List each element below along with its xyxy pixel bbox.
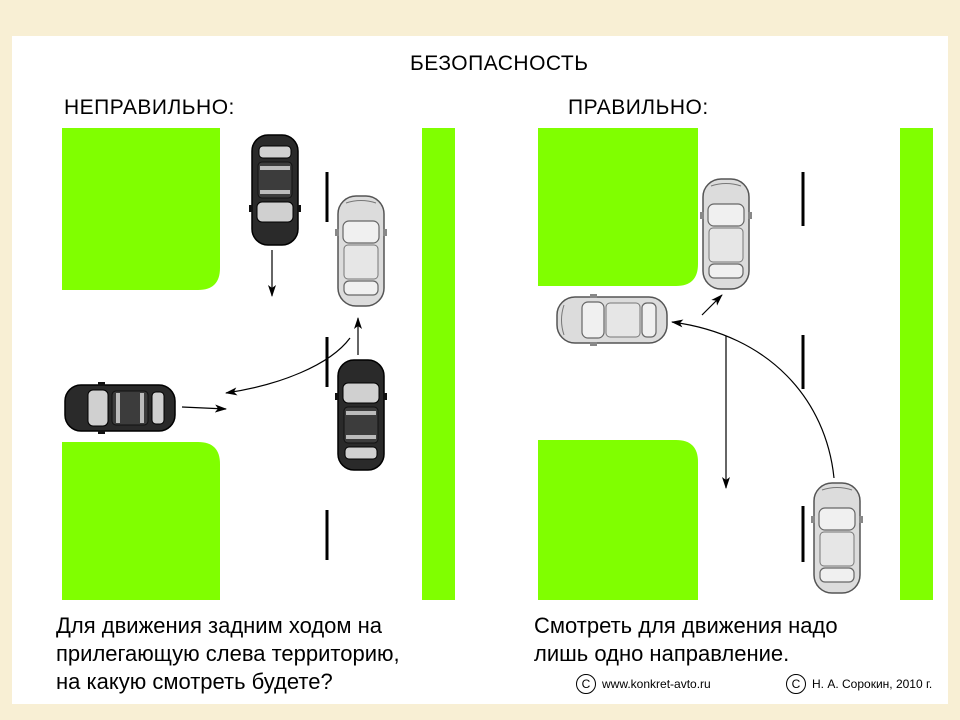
copyright-icon: C: [576, 674, 596, 694]
grass-bottom-right: [538, 440, 698, 600]
grass-strip-left: [422, 128, 455, 600]
caption-wrong: Для движения задним ходом на прилегающую…: [56, 613, 400, 694]
heading-wrong: НЕПРАВИЛЬНО:: [64, 96, 235, 119]
copyright-icon: C: [786, 674, 806, 694]
car-dark-top: [248, 134, 302, 246]
heading-correct: ПРАВИЛЬНО:: [568, 96, 709, 119]
car-light-top: [699, 178, 753, 290]
page-title: БЕЗОПАСНОСТЬ: [410, 52, 589, 75]
arrows-right: [671, 294, 835, 489]
credit-site: C www.konkret-avto.ru: [576, 674, 711, 694]
car-light-right: [334, 195, 388, 307]
car-light-entering: [556, 293, 668, 347]
credit-author: C Н. А. Сорокин, 2010 г.: [786, 674, 932, 694]
right-scene: [538, 128, 933, 600]
grass-top-left: [62, 128, 220, 290]
car-light-bottom: [810, 482, 864, 594]
grass-strip-right: [900, 128, 933, 600]
car-dark-bottom: [334, 359, 388, 471]
caption-correct: Смотреть для движения надо лишь одно нап…: [534, 613, 838, 666]
credit-author-text: Н. А. Сорокин, 2010 г.: [812, 677, 933, 691]
credit-site-text: www.konkret-avto.ru: [602, 677, 711, 691]
arrows-left: [181, 250, 362, 413]
grass-top-right: [538, 128, 698, 286]
left-scene: [62, 128, 455, 600]
car-dark-entering: [64, 381, 176, 435]
grass-bottom-left: [62, 442, 220, 600]
